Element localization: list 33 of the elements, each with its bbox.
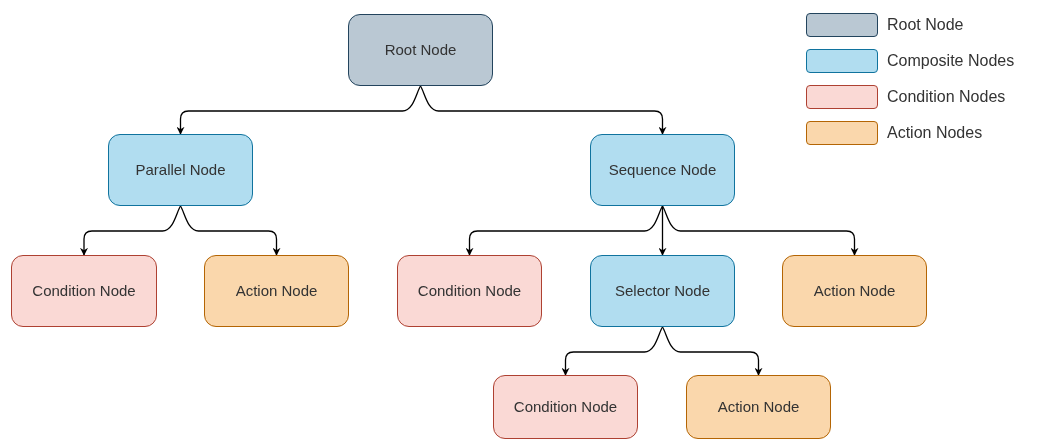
node-box	[204, 255, 349, 327]
arrow	[176, 85, 422, 135]
node-box	[493, 375, 638, 439]
arrow	[419, 85, 667, 135]
node-box	[590, 134, 735, 206]
legend-label: Composite Nodes	[887, 51, 1015, 71]
node-label: Action Node	[813, 280, 896, 301]
node-label: Action Node	[235, 280, 318, 301]
node-label: Root Node	[384, 39, 457, 60]
node-box	[686, 375, 831, 439]
node-label: Condition Node	[417, 280, 522, 301]
arrow	[80, 205, 182, 256]
node-box	[590, 255, 735, 327]
node-label: Selector Node	[614, 280, 711, 301]
arrow	[661, 205, 859, 256]
node-box	[782, 255, 927, 327]
arrow	[561, 326, 664, 376]
arrow	[465, 205, 664, 256]
node-box	[397, 255, 542, 327]
legend-label: Condition Nodes	[887, 87, 1006, 107]
arrow	[661, 326, 763, 376]
arrow	[658, 205, 667, 256]
node-label: Condition Node	[513, 396, 618, 417]
node-label: Action Node	[717, 396, 800, 417]
legend-label: Action Nodes	[887, 123, 983, 143]
node-label: Condition Node	[32, 280, 136, 301]
node-label: Sequence Node	[608, 159, 717, 180]
node-label: Parallel Node	[135, 159, 226, 180]
node-box	[108, 134, 253, 206]
legend-label: Root Node	[887, 15, 964, 35]
arrow	[179, 205, 281, 256]
node-box	[11, 255, 157, 327]
node-box	[348, 14, 493, 86]
